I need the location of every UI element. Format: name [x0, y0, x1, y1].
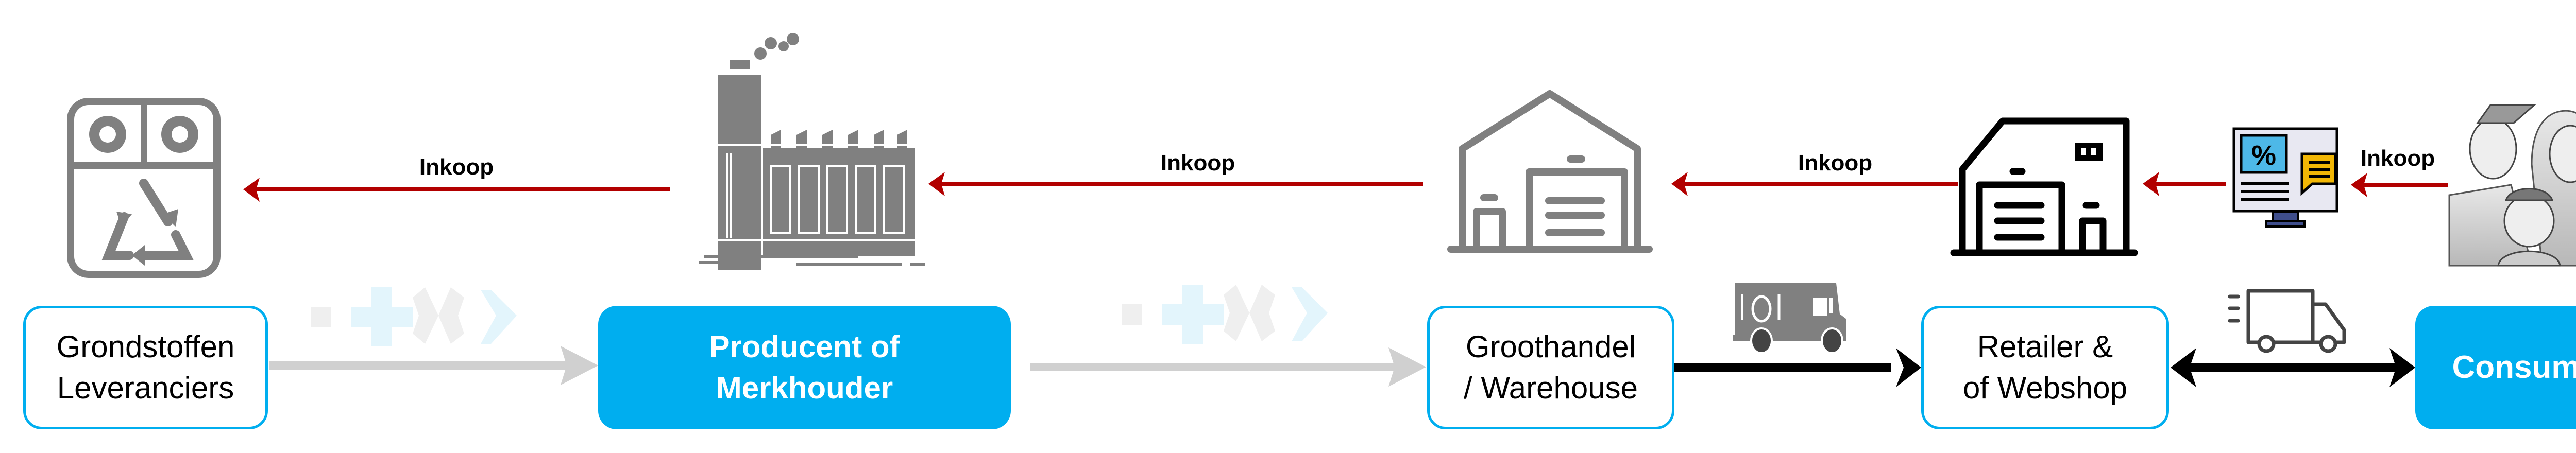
inkoop-label: Inkoop: [1798, 150, 1873, 176]
family-icon: [2448, 104, 2576, 267]
node-label: Consument: [2452, 350, 2576, 385]
food-truck-icon: [1733, 283, 1846, 354]
purchase-arrow-1: [243, 178, 670, 202]
inkoop-label: Inkoop: [1160, 150, 1235, 176]
watermark-logo-icon: [311, 287, 517, 346]
delivery-arrow: [1674, 348, 1921, 387]
warehouse-icon: [1447, 90, 1653, 253]
purchase-arrow-2: [928, 172, 1423, 196]
purchase-arrow-5: [2351, 173, 2448, 197]
node-label: Groothandel / Warehouse: [1464, 329, 1638, 405]
node-groothandel-warehouse: Groothandel / Warehouse: [1427, 306, 1674, 429]
inkoop-label: Inkoop: [419, 154, 494, 180]
webshop-monitor-icon: %: [2232, 127, 2338, 228]
delivery-truck-icon: [2228, 289, 2346, 353]
watermark-logo-icon: [1122, 285, 1328, 344]
node-consument: Consument: [2415, 306, 2576, 429]
retail-building-icon: [1950, 117, 2138, 256]
node-retailer-webshop: Retailer & of Webshop: [1921, 306, 2169, 429]
inkoop-label: Inkoop: [2360, 146, 2435, 171]
node-grondstoffen-leveranciers: Grondstoffen Leveranciers: [23, 306, 268, 429]
node-label: Grondstoffen Leveranciers: [56, 329, 235, 405]
purchase-arrow-4: [2143, 172, 2226, 196]
flow-arrow-1: [269, 346, 598, 385]
purchase-arrow-3: [1671, 172, 1958, 196]
node-producent-merkhouder: Producent of Merkhouder: [598, 306, 1011, 429]
flow-arrow-2: [1030, 347, 1426, 387]
node-label: Retailer & of Webshop: [1962, 329, 2128, 405]
recycle-bins-icon: [67, 98, 221, 278]
bidirectional-arrow: [2171, 348, 2415, 387]
factory-icon: [699, 33, 925, 270]
node-label: Producent of Merkhouder: [709, 329, 900, 405]
svg-text:%: %: [2251, 140, 2276, 171]
